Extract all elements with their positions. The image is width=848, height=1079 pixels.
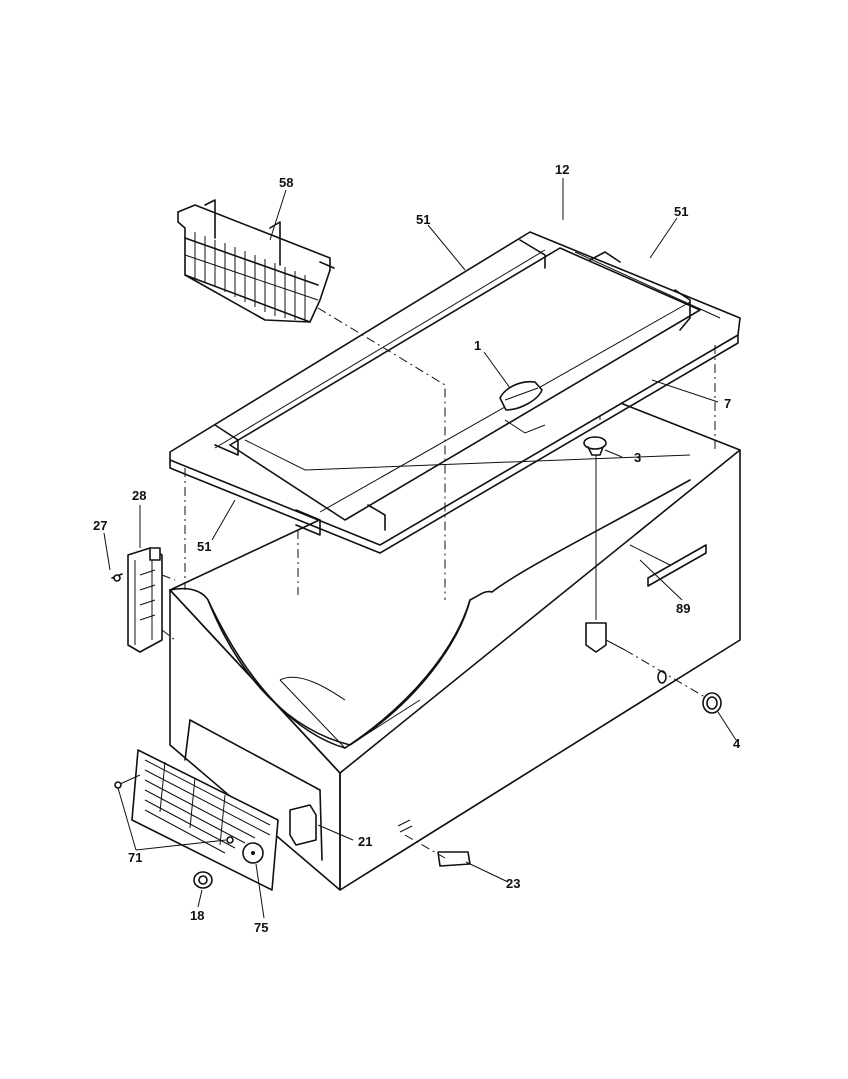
callout-28: 28 [132,488,146,503]
callout-71: 71 [128,850,142,865]
callout-27: 27 [93,518,107,533]
callout-12: 12 [555,162,569,177]
callout-7: 7 [724,396,731,411]
callout-51-top-right: 51 [674,204,688,219]
callout-21: 21 [358,834,372,849]
callout-51-top-left: 51 [416,212,430,227]
switch [397,819,471,867]
leader-lines [103,178,737,919]
callout-18: 18 [190,908,204,923]
callout-51-bottom: 51 [197,539,211,554]
wire-basket [177,199,335,323]
projection-lines [161,307,716,859]
callout-89: 89 [676,601,690,616]
callout-labels: 58 51 12 51 1 7 3 28 27 51 89 4 21 71 23… [93,162,741,935]
grommet [193,871,213,889]
callout-75: 75 [254,920,268,935]
callout-23: 23 [506,876,520,891]
label-plate [629,544,707,587]
callout-3: 3 [634,450,641,465]
callout-58: 58 [279,175,293,190]
cabinet-body [169,394,741,891]
drain-assembly [583,436,722,714]
callout-4: 4 [733,736,741,751]
callout-1: 1 [474,338,481,353]
front-grille [114,719,323,891]
lid-frame [169,231,741,554]
hinge-assembly [111,547,163,653]
